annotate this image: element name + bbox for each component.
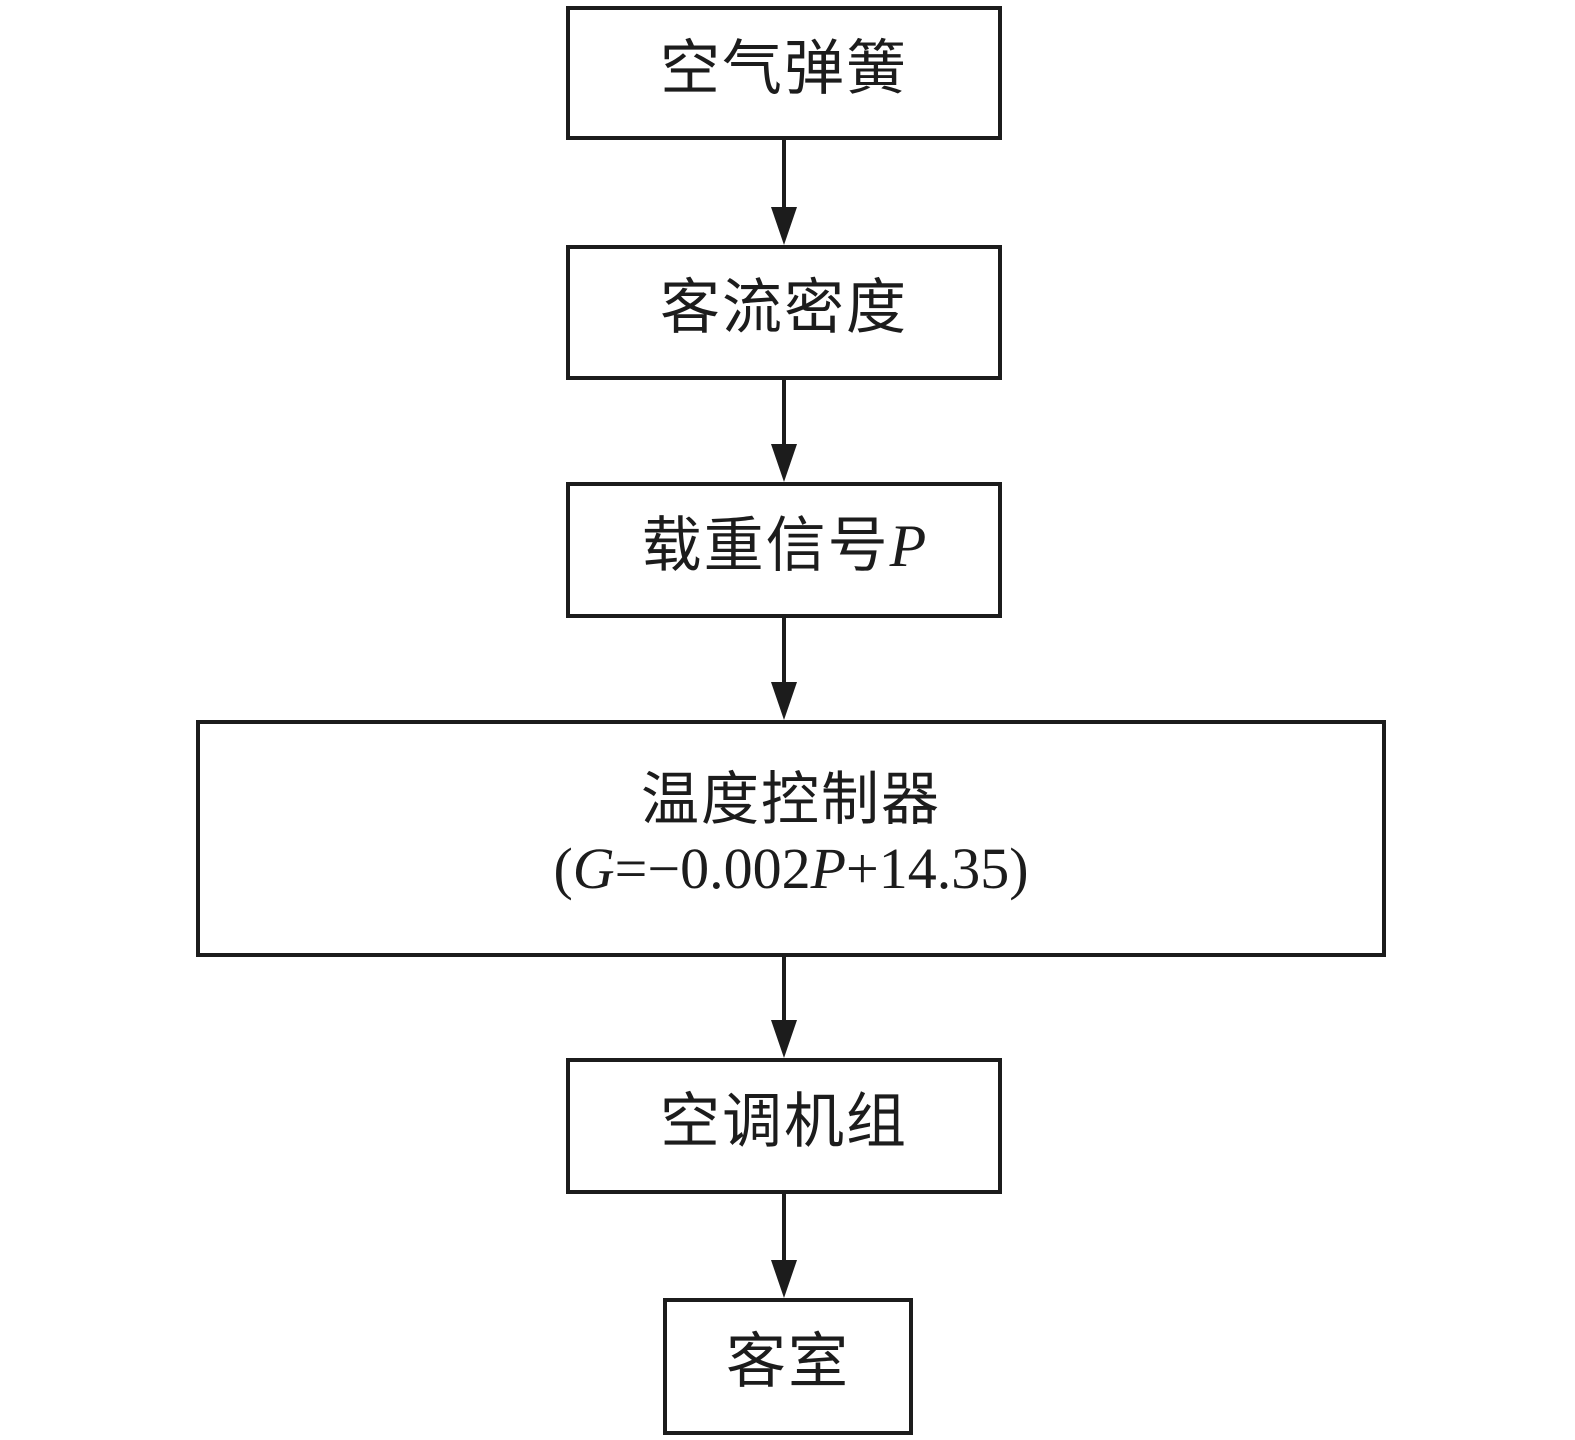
arrow-shaft: [782, 380, 786, 450]
arrow-down-2: [771, 380, 797, 482]
arrow-shaft: [782, 140, 786, 213]
arrow-head-icon: [771, 682, 797, 720]
node-passenger-density-label: 客流密度: [660, 275, 908, 342]
arrow-shaft: [782, 957, 786, 1026]
arrow-head-icon: [771, 444, 797, 482]
node-temperature-controller: 温度控制器 (G=−0.002P+14.35): [196, 720, 1386, 957]
arrow-shaft: [782, 1194, 786, 1266]
node-cabin-label: 客室: [726, 1329, 850, 1396]
arrow-head-icon: [771, 207, 797, 245]
node-ac-unit: 空调机组: [566, 1058, 1002, 1194]
arrow-down-1: [771, 140, 797, 245]
arrow-shaft: [782, 618, 786, 688]
node-temperature-controller-label: 温度控制器: [640, 767, 941, 833]
node-air-spring: 空气弹簧: [566, 6, 1002, 140]
node-cabin: 客室: [663, 1298, 913, 1435]
node-load-signal: 载重信号P: [566, 482, 1002, 618]
arrow-down-4: [771, 957, 797, 1058]
node-ac-unit-label: 空调机组: [660, 1088, 908, 1155]
node-air-spring-label: 空气弹簧: [660, 35, 908, 102]
temperature-controller-formula: (G=−0.002P+14.35): [553, 835, 1029, 901]
arrow-head-icon: [771, 1020, 797, 1058]
node-load-signal-label: 载重信号P: [641, 512, 927, 579]
arrow-down-5: [771, 1194, 797, 1298]
arrow-down-3: [771, 618, 797, 720]
arrow-head-icon: [771, 1260, 797, 1298]
node-passenger-density: 客流密度: [566, 245, 1002, 380]
load-signal-variable: P: [889, 512, 927, 579]
